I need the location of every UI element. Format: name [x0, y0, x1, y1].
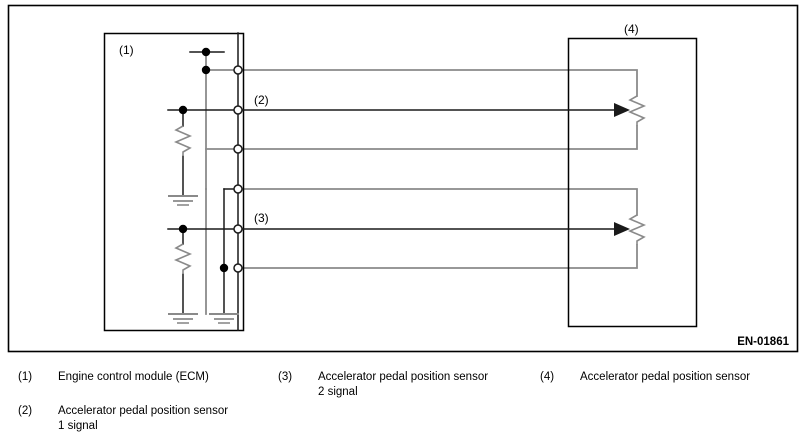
callout-sensor: (4) — [624, 22, 639, 36]
callout-aps2-signal: (3) — [254, 211, 269, 225]
wire-aps1-supply-out — [205, 69, 638, 97]
aps2-potentiometer — [627, 214, 647, 245]
legend-item-1-text: Engine control module (ECM) — [58, 371, 209, 383]
diagram-frame — [7, 4, 799, 353]
callout-aps1-signal: (2) — [254, 93, 269, 107]
aps1-potentiometer — [627, 95, 647, 126]
junction-supply-top — [201, 47, 211, 57]
legend-item-4-number: (4) — [540, 371, 555, 383]
legend-item-1-number: (1) — [18, 371, 33, 383]
junction-sensor-ground — [219, 263, 229, 273]
legend-item-2-text: Accelerator pedal position sensor 1 sign… — [58, 405, 229, 432]
aps1-wiper-arrow — [614, 103, 630, 117]
aps2-wiper-arrow — [614, 222, 630, 236]
aps1-ground-symbol — [168, 195, 198, 206]
junction-aps2-pullup — [178, 224, 188, 234]
pin-aps2-ground — [233, 263, 243, 273]
aps1-pullup-resistor — [173, 125, 193, 156]
junction-dots — [178, 47, 229, 273]
diagram-code-label: EN-01861 — [737, 336, 789, 348]
pin-aps1-supply — [233, 65, 243, 75]
pin-aps1-signal — [233, 105, 243, 115]
wire-aps2-supply-out — [237, 188, 638, 216]
callout-ecm: (1) — [119, 43, 134, 57]
pin-aps1-ground — [233, 144, 243, 154]
legend-item-4-text: Accelerator pedal position sensor — [580, 371, 751, 383]
wire-aps1-return — [237, 125, 638, 150]
legend-item-3-number: (3) — [278, 371, 293, 383]
wire-aps2-return — [237, 244, 638, 269]
legend-item-3-text: Accelerator pedal position sensor 2 sign… — [318, 371, 489, 398]
junction-supply-pin — [201, 65, 211, 75]
wiper-arrows — [614, 103, 630, 236]
sensor-ground-symbol — [209, 313, 239, 324]
aps2-pullup-resistor — [173, 243, 193, 274]
aps2-ground-symbol — [168, 313, 198, 324]
ecm-box — [103, 32, 245, 332]
connector-pins — [233, 65, 243, 273]
pin-aps2-supply — [233, 184, 243, 194]
sensor-box — [567, 37, 698, 328]
legend: (1) Engine control module (ECM) (2) Acce… — [0, 360, 808, 446]
legend-item-2-number: (2) — [18, 405, 33, 417]
junction-aps1-pullup — [178, 105, 188, 115]
pin-aps2-signal — [233, 224, 243, 234]
